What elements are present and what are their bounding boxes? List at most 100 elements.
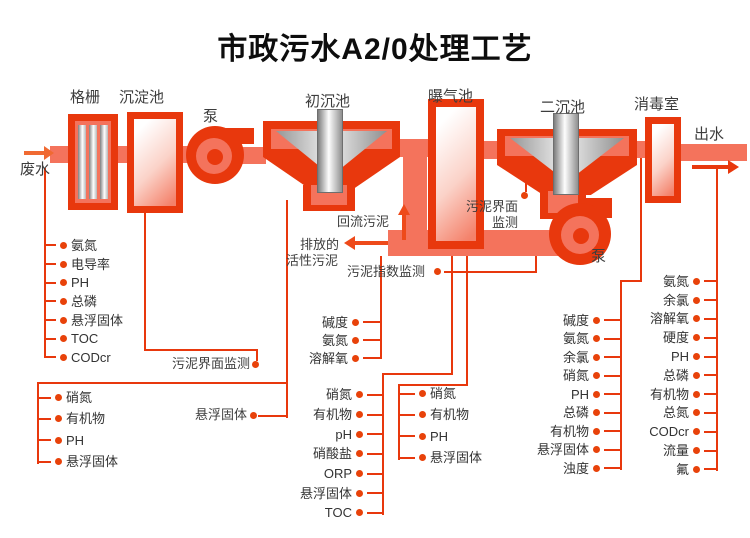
primary-drive-column	[317, 109, 343, 193]
bullet-dot	[693, 296, 700, 304]
monitor-dot	[250, 412, 257, 419]
bullet-dot	[60, 316, 67, 324]
pump2-hub	[573, 228, 589, 244]
bullet-dot	[55, 458, 62, 466]
bullet-dot	[693, 447, 700, 455]
parameter-label: TOC	[71, 331, 99, 347]
connector-line	[144, 212, 146, 350]
bullet-dot	[60, 260, 67, 268]
label-sludge-interface-right-line2: 监测	[491, 215, 518, 231]
parameter-label: 余氯	[662, 292, 689, 308]
connector-line	[604, 374, 621, 377]
parameter-label: PH	[71, 275, 90, 291]
connector-line	[44, 356, 56, 359]
bullet-dot	[693, 465, 700, 473]
bullet-dot	[356, 391, 363, 399]
parameter-label: 有机物	[649, 386, 689, 402]
parameter-label: 悬浮固体	[536, 442, 589, 458]
connector-line	[620, 280, 622, 470]
connector-line	[382, 373, 384, 515]
parameter-label: 氨氮	[662, 273, 689, 289]
list-item: pH	[300, 424, 383, 444]
sedimentation-tank	[127, 112, 183, 213]
bullet-dot	[419, 454, 426, 462]
connector-line	[44, 337, 56, 340]
bullet-dot	[60, 353, 67, 361]
pipe	[396, 139, 430, 157]
connector-line	[640, 158, 642, 281]
label-disinfection: 消毒室	[634, 96, 680, 113]
monitor-dot	[521, 192, 528, 199]
parameter-label: 总磷	[71, 293, 98, 309]
return-sludge-arrow-head	[398, 204, 410, 215]
list-item: 悬浮固体	[300, 483, 383, 503]
bullet-dot	[356, 450, 363, 458]
list-item: 总磷	[44, 292, 123, 311]
connector-line	[382, 373, 453, 375]
bullet-dot	[356, 430, 363, 438]
bullet-dot	[352, 318, 359, 326]
list-item: 硝氮	[537, 367, 621, 386]
bullet-dot	[356, 411, 363, 419]
connector-line	[256, 349, 258, 361]
connector-line	[367, 452, 383, 455]
parameter-label: 硝氮	[562, 368, 589, 384]
connector-line	[399, 413, 415, 416]
bullet-dot	[593, 464, 600, 472]
connector-line	[704, 336, 717, 339]
list-item: 余氯	[537, 348, 621, 367]
connector-line	[44, 300, 56, 303]
label-sludge-interface-right-line1: 污泥界面	[465, 199, 518, 214]
connector-line	[44, 281, 56, 284]
list-item: 有机物	[300, 405, 383, 425]
list-item: 浊度	[537, 459, 621, 478]
parameter-label: 有机物	[430, 407, 470, 423]
list-item: 总磷	[649, 366, 717, 385]
list-item: 电导率	[44, 255, 123, 274]
bullet-dot	[356, 489, 363, 497]
label-primary-ss: 悬浮固体	[194, 407, 247, 422]
list-item: 有机物	[399, 404, 482, 425]
connector-line	[466, 247, 468, 386]
list-item: 悬浮固体	[44, 311, 123, 330]
connector-line	[604, 448, 621, 451]
connector-line	[604, 337, 621, 340]
connector-line	[367, 393, 383, 396]
parameter-label: PH	[430, 428, 449, 444]
connector-line	[258, 415, 286, 417]
label-sludge-index: 污泥指数监测	[347, 264, 426, 279]
list-item: 总磷	[537, 404, 621, 423]
influent-arrow	[24, 151, 44, 155]
connector-line	[704, 468, 717, 471]
bullet-dot	[60, 297, 67, 305]
list-item: 氨氮	[44, 236, 123, 255]
list-item: PH	[399, 426, 482, 447]
connector-line	[704, 393, 717, 396]
connector-line	[451, 247, 453, 374]
parameter-label: 总磷	[562, 405, 589, 421]
connector-line	[44, 263, 56, 266]
list-item: 硝酸盐	[300, 444, 383, 464]
label-discharged-2: 活性污泥	[286, 253, 339, 268]
connector-line	[704, 411, 717, 414]
connector-line	[367, 433, 383, 436]
connector-line	[604, 356, 621, 359]
label-sedimentation: 沉淀池	[119, 89, 165, 106]
bullet-dot	[693, 334, 700, 342]
grid-bar	[78, 125, 86, 199]
discharge-arrow-head	[344, 236, 355, 250]
parameter-label: 总磷	[662, 367, 689, 383]
connector-line	[367, 472, 383, 475]
connector-line	[37, 382, 39, 464]
parameter-label: 硝氮	[325, 387, 352, 403]
parameter-label: 余氯	[562, 349, 589, 365]
label-influent: 废水	[20, 161, 51, 178]
label-sludge-interface-left: 污泥界面监测	[171, 356, 250, 371]
connector-line	[604, 430, 621, 433]
list-item: CODcr	[649, 422, 717, 441]
discharge-arrow	[354, 241, 388, 245]
parameter-label: 有机物	[66, 411, 106, 427]
influent-arrow-head	[44, 146, 54, 160]
